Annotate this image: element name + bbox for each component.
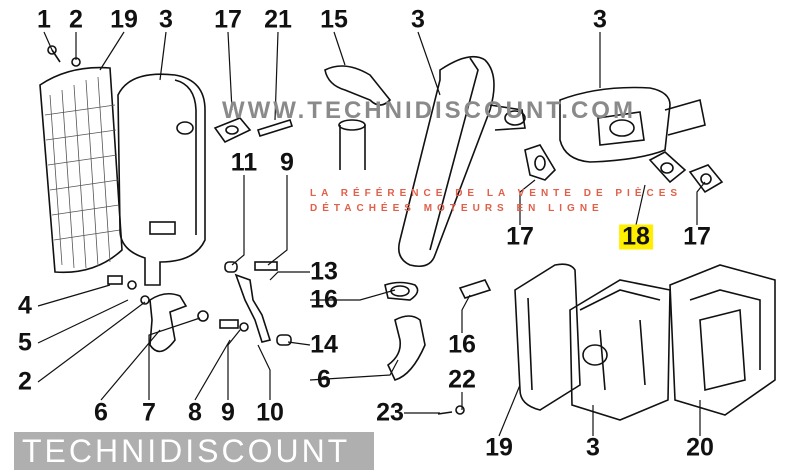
part-label: 23 [376,398,404,427]
part-label: 4 [18,291,32,320]
part-label: 19 [110,5,138,34]
part-label: 3 [411,5,425,34]
part-label: 1 [37,5,51,34]
part-label: 7 [142,398,156,427]
part-label: 17 [214,5,242,34]
cover-20 [669,264,776,416]
part-label: 19 [485,433,513,462]
part-label: 2 [69,5,83,34]
muffler-center [397,55,526,268]
gasket-18 [648,151,687,184]
part-label: 3 [593,5,607,34]
part-label: 16 [310,285,338,314]
part-label: 6 [94,398,108,427]
part-label: 3 [159,5,173,34]
watermark-url: WWW.TECHNIDISCOUNT.COM [222,97,636,124]
part-label: 9 [221,398,235,427]
part-label: 10 [256,398,284,427]
part-label: 8 [188,398,202,427]
part-label: 9 [280,148,294,177]
part-label: 11 [230,148,258,177]
part-label: 17 [506,222,534,251]
part-label: 16 [448,330,476,359]
part-label: 15 [320,5,348,34]
gasket-17-mid [524,144,557,181]
stud-21 [256,119,294,137]
leader-lines [37,31,706,437]
watermark-tagline-2: DÉTACHÉES MOTEURS EN LIGNE [310,203,604,214]
watermark-brand: TECHNIDISCOUNT [22,433,351,469]
watermark-tagline-1: LA RÉFÉRENCE DE LA VENTE DE PIÈCES [310,188,683,199]
gasket-17-top [213,117,252,144]
muffler-3-box [569,279,671,421]
part-label: 3 [586,433,600,462]
part-label: 6 [317,365,331,394]
muffler-left [117,73,206,286]
part-label: 13 [310,257,338,286]
gasket-17-right [688,164,724,194]
part-label-highlighted[interactable]: 18 [619,224,653,250]
part-label: 22 [448,365,476,394]
small-hardware [107,261,492,415]
cover-19 [514,263,581,411]
muffler-right [559,86,706,163]
spark-arrester-screen [39,45,123,274]
part-label: 17 [683,222,711,251]
part-label: 20 [686,433,714,462]
part-label: 21 [264,5,292,34]
part-label: 2 [18,367,32,396]
clamp-15 [324,65,392,170]
part-label: 5 [18,328,32,357]
part-label: 14 [310,330,338,359]
